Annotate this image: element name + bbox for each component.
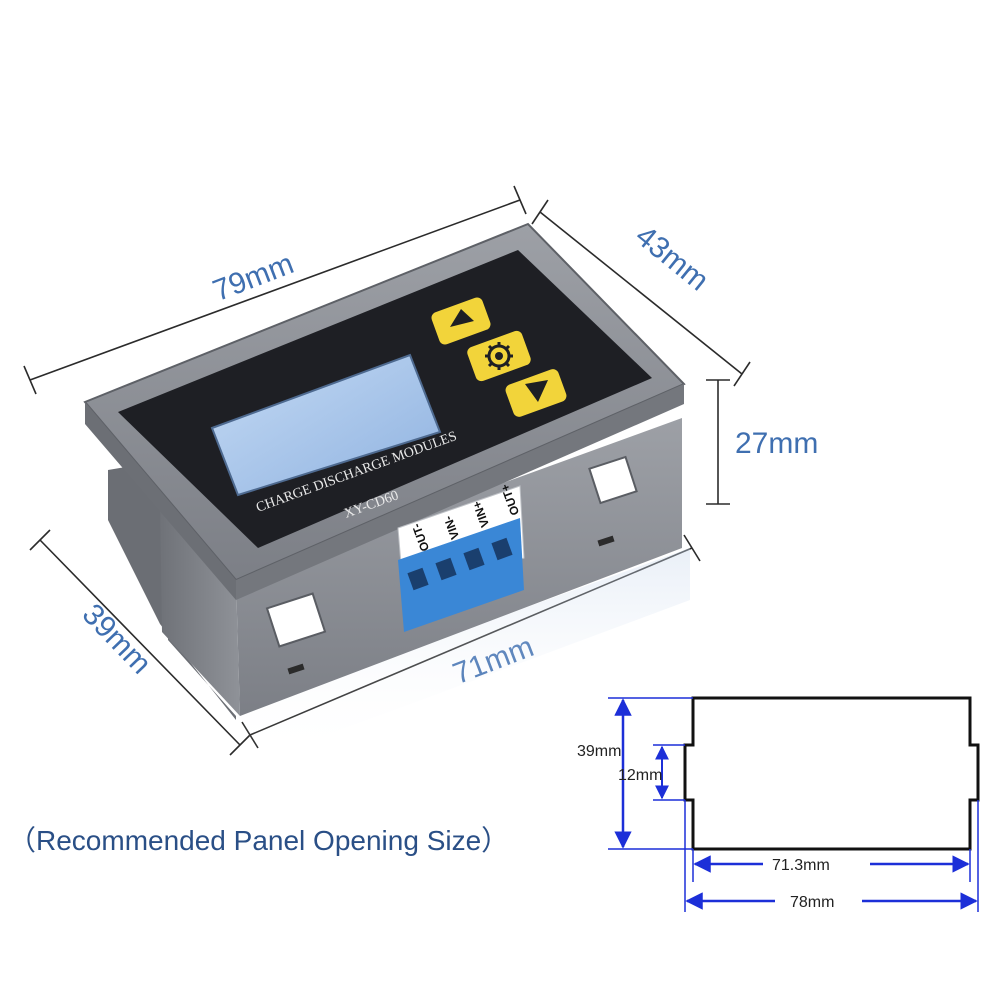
device-reflection — [238, 548, 690, 760]
dimension-43mm-label: 43mm — [629, 219, 715, 297]
panel-inner-width-dimension: 71.3mm — [692, 849, 971, 882]
panel-opening-outline — [683, 696, 980, 851]
panel-outer-width-label: 78mm — [790, 894, 834, 911]
panel-opening-caption: （Recommended Panel Opening Size） — [8, 825, 509, 856]
panel-inner-width-label: 71.3mm — [772, 857, 830, 874]
panel-opening-diagram: 39mm 12mm 71.3mm 78mm — [577, 696, 980, 912]
charge-discharge-module: CHARGE DISCHARGE MODULES XY-CD60 OUT- VI… — [83, 222, 690, 760]
panel-notch-label: 12mm — [618, 767, 662, 784]
panel-outer-width-dimension: 78mm — [684, 800, 979, 912]
up-arrow-icon — [450, 309, 474, 327]
down-button[interactable] — [504, 367, 568, 418]
terminal-block: OUT- VIN- VIN+ OUT+ — [397, 482, 525, 632]
panel-height-dimension: 39mm — [577, 697, 693, 850]
dimension-39mm-side-label: 39mm — [76, 598, 158, 681]
down-arrow-icon — [525, 380, 548, 402]
settings-button[interactable] — [466, 329, 533, 383]
gear-icon — [485, 342, 513, 370]
device-bezel-edge — [85, 402, 236, 600]
device-body-side — [108, 460, 236, 720]
up-button[interactable] — [430, 296, 492, 346]
panel-height-label: 39mm — [577, 743, 621, 760]
mounting-clip-right — [588, 455, 638, 547]
dimension-27mm-label: 27mm — [735, 427, 818, 460]
mounting-clip-left — [265, 592, 327, 675]
lcd-screen — [210, 353, 442, 497]
device-bezel-edge-right — [236, 384, 684, 600]
panel-notch-dimension: 12mm — [618, 744, 685, 801]
device-body-left — [160, 500, 240, 716]
